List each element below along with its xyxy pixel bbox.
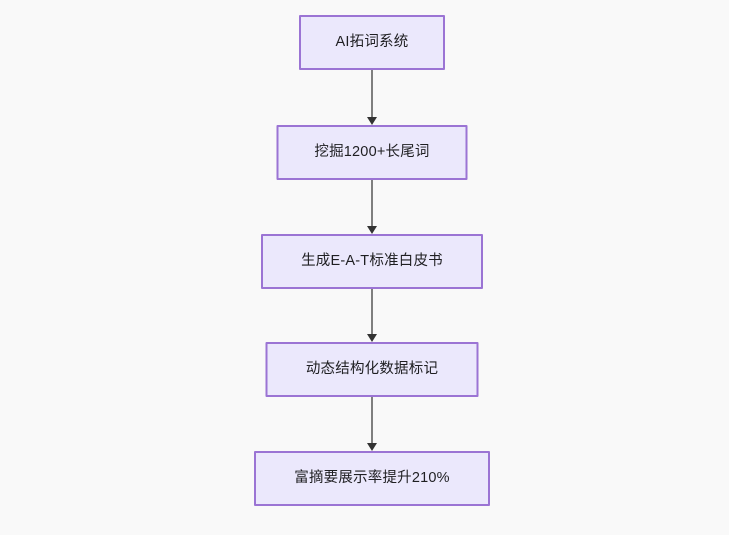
flow-node-label: AI拓词系统 bbox=[335, 34, 409, 51]
connector-line bbox=[371, 70, 373, 117]
flow-node-eat-whitepaper[interactable]: 生成E-A-T标准白皮书 bbox=[261, 234, 483, 289]
arrowhead-down-icon bbox=[367, 334, 377, 342]
flow-node-structured-data-markup[interactable]: 动态结构化数据标记 bbox=[265, 342, 479, 397]
connector-line bbox=[371, 289, 373, 334]
connector-line bbox=[371, 397, 373, 443]
flow-node-label: 生成E-A-T标准白皮书 bbox=[301, 253, 443, 270]
flow-node-ai-keyword-system[interactable]: AI拓词系统 bbox=[299, 15, 445, 70]
arrowhead-down-icon bbox=[367, 443, 377, 451]
arrowhead-down-icon bbox=[367, 117, 377, 125]
flow-node-label: 动态结构化数据标记 bbox=[305, 361, 439, 378]
flow-node-label: 富摘要展示率提升210% bbox=[294, 470, 450, 487]
flow-connector-n1-n2 bbox=[365, 180, 379, 234]
flow-connector-n3-n4 bbox=[365, 397, 379, 451]
flow-node-label: 挖掘1200+长尾词 bbox=[314, 144, 430, 161]
arrowhead-down-icon bbox=[367, 226, 377, 234]
flow-connector-n2-n3 bbox=[365, 289, 379, 342]
connector-line bbox=[371, 180, 373, 226]
flow-node-longtail-keywords[interactable]: 挖掘1200+长尾词 bbox=[276, 125, 468, 180]
flow-connector-n0-n1 bbox=[365, 70, 379, 125]
flow-node-rich-snippet-result[interactable]: 富摘要展示率提升210% bbox=[254, 451, 490, 506]
